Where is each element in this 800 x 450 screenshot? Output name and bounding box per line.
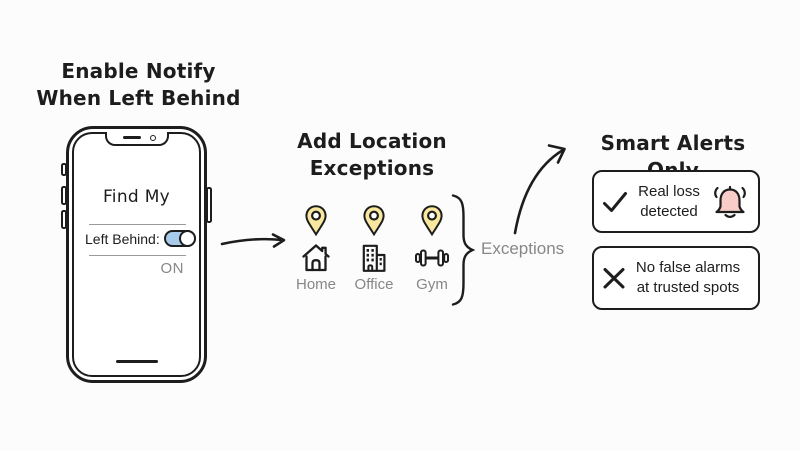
- step1-title-line1: Enable Notify: [61, 59, 216, 83]
- curved-arrow-icon: [513, 144, 566, 235]
- location-item-home: Home: [287, 205, 345, 293]
- cross-icon: [603, 268, 625, 289]
- arrow-right-icon: [220, 233, 286, 248]
- location-label: Office: [354, 276, 394, 293]
- location-pin-icon: [363, 205, 385, 236]
- phone-volume-up-button: [61, 186, 67, 205]
- phone-mute-switch: [61, 163, 67, 176]
- step2-title-line2: Exceptions: [309, 155, 435, 180]
- phone-illustration: Find My Left Behind: ON: [61, 126, 212, 383]
- toggle-knob: [178, 230, 196, 247]
- location-exceptions-group: Home: [287, 205, 461, 293]
- camera-icon: [149, 134, 156, 141]
- card-text-line1: Real loss: [638, 182, 700, 200]
- location-label: Home: [295, 276, 336, 293]
- card-text-line2: at trusted spots: [636, 279, 740, 296]
- check-icon: [603, 191, 627, 212]
- speaker-icon: [122, 136, 141, 139]
- home-indicator: [115, 359, 158, 363]
- step2-title: Add Location Exceptions: [282, 128, 462, 181]
- home-icon: [302, 244, 330, 272]
- phone-screen: Find My Left Behind: ON: [72, 132, 201, 377]
- smart-alert-card-real-loss: Real loss detected: [592, 170, 760, 233]
- card-text-line1: No false alarms: [635, 259, 741, 277]
- bell-icon: [714, 185, 746, 218]
- card-text: Real loss detected: [628, 182, 710, 222]
- toggle-label: Left Behind:: [85, 230, 160, 247]
- divider: [89, 255, 186, 256]
- app-title: Find My: [102, 187, 171, 207]
- location-label: Gym: [416, 276, 448, 293]
- phone-volume-down-button: [61, 210, 67, 229]
- dumbbell-icon: [415, 249, 450, 267]
- brace-label: Exceptions: [481, 239, 565, 258]
- phone-power-button: [206, 187, 212, 223]
- curly-brace-icon: [451, 194, 476, 306]
- smart-alert-card-no-false-alarms: No false alarms at trusted spots: [592, 246, 760, 310]
- card-text-line2: detected: [640, 202, 698, 220]
- office-building-icon: [362, 244, 386, 272]
- left-behind-setting-row: Left Behind:: [85, 230, 196, 247]
- toggle-status-text: ON: [160, 260, 184, 277]
- step1-title: Enable Notify When Left Behind: [36, 58, 241, 111]
- step1-title-line2: When Left Behind: [36, 85, 241, 110]
- location-item-office: Office: [345, 205, 403, 293]
- location-item-gym: Gym: [403, 205, 461, 293]
- left-behind-toggle[interactable]: [163, 230, 196, 247]
- location-pin-icon: [421, 205, 443, 236]
- phone-notch: [104, 132, 169, 146]
- card-text: No false alarms at trusted spots: [626, 258, 750, 298]
- location-pin-icon: [305, 205, 327, 236]
- step2-title-line1: Add Location: [297, 129, 447, 153]
- divider: [89, 224, 186, 225]
